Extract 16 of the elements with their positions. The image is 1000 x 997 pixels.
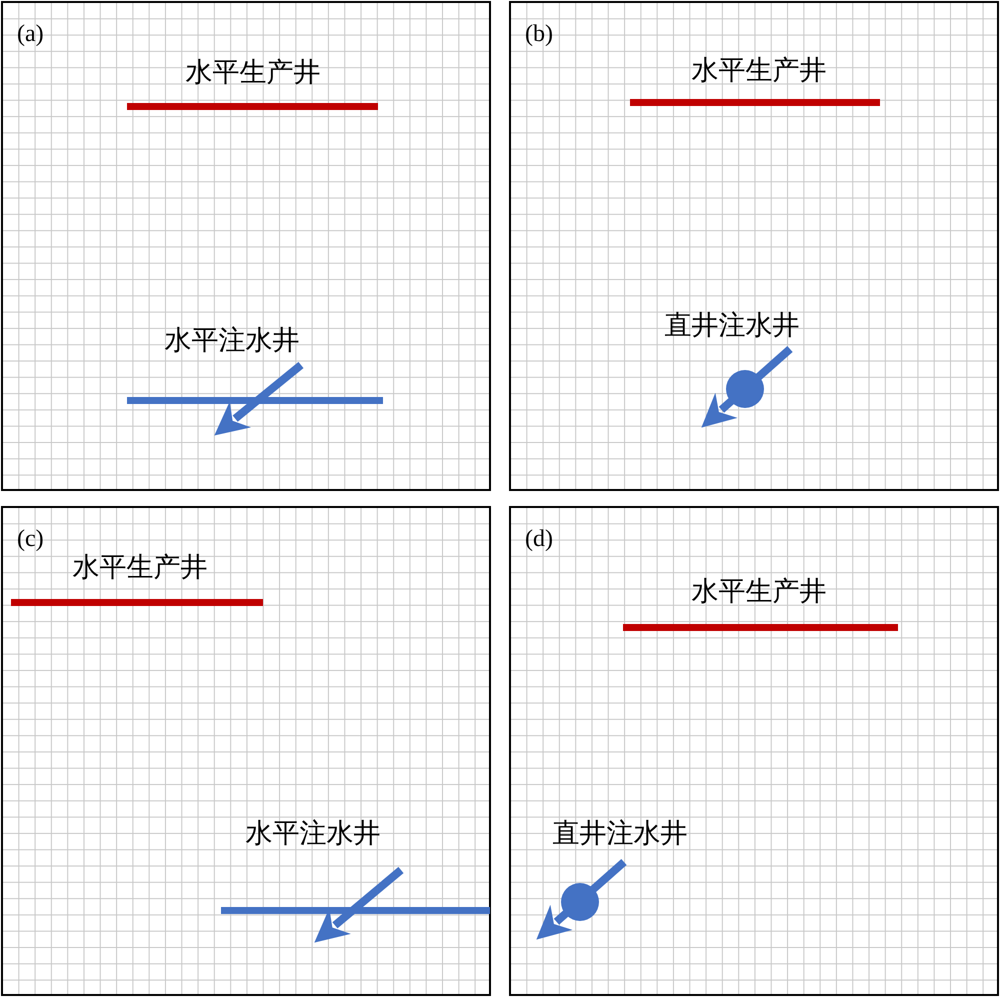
well-label: 直井注水井 <box>664 310 800 340</box>
well-label: 水平生产井 <box>690 55 828 85</box>
well-label: 直井注水井 <box>552 818 688 848</box>
well-label: 水平生产井 <box>184 57 322 87</box>
panel-label: (c) <box>17 526 44 552</box>
grid-panel <box>509 1 999 491</box>
grid-panel <box>509 506 999 996</box>
well-label: 水平注水井 <box>244 818 382 848</box>
grid-panel <box>1 506 491 996</box>
panel-label: (d) <box>525 526 553 552</box>
well-label: 水平注水井 <box>164 325 300 355</box>
well-label: 水平生产井 <box>72 552 208 582</box>
well-label: 水平生产井 <box>690 576 828 606</box>
panel-label: (b) <box>525 21 553 47</box>
panel-label: (a) <box>17 21 44 47</box>
grid-panel <box>1 1 491 491</box>
